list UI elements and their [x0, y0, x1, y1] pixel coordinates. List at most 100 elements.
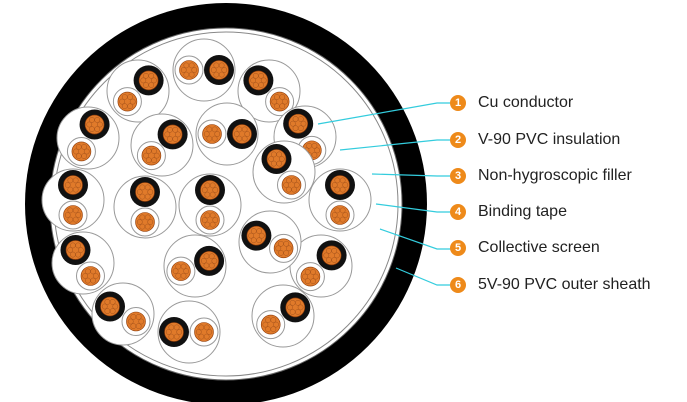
conductor-strand — [143, 152, 149, 159]
conductor-strand — [129, 98, 136, 105]
conductor-strand — [82, 273, 89, 279]
conductor-strand — [279, 94, 286, 100]
conductor-strand — [236, 135, 243, 142]
conductor-strand — [326, 257, 332, 263]
conductor-strand — [331, 212, 338, 218]
conductor-strand — [75, 212, 82, 218]
conductor-strand — [86, 121, 93, 128]
white-insulated-core — [66, 136, 96, 166]
conductor-strand — [283, 240, 290, 247]
conductor-strand — [139, 223, 146, 230]
black-insulated-core — [243, 65, 274, 96]
black-insulated-core — [325, 170, 355, 200]
conductor-strand — [310, 269, 316, 275]
twisted-pair — [251, 284, 315, 348]
conductor-strand — [83, 148, 90, 155]
legend-item-binding-tape: 4 Binding tape — [450, 201, 567, 223]
twisted-pair — [289, 234, 353, 298]
conductor-strand — [323, 252, 330, 259]
twisted-pair — [172, 38, 236, 102]
leader-line — [371, 173, 456, 177]
copper-conductor — [138, 70, 159, 91]
copper-conductor — [285, 297, 306, 318]
conductor-strand — [209, 212, 216, 219]
legend-label: Non-hygroscopic filler — [478, 167, 632, 184]
conductor-strand — [70, 251, 76, 258]
copper-conductor — [200, 180, 220, 200]
legend-number-badge: 3 — [450, 168, 466, 184]
leader-line — [379, 228, 456, 250]
conductor-strand — [138, 318, 145, 325]
conductor-strand — [139, 193, 146, 200]
conductor-strand — [94, 117, 101, 123]
conductor-strand — [112, 303, 119, 310]
conductor-strand — [151, 148, 157, 154]
copper-conductor — [269, 91, 290, 112]
conductor-strand — [67, 186, 74, 193]
legend-label: Binding tape — [478, 203, 567, 220]
legend-label: Cu conductor — [478, 94, 574, 111]
conductor-strand — [147, 189, 154, 195]
white-insulated-core — [121, 307, 151, 336]
conductor-strand — [260, 77, 267, 84]
conductor-strand — [180, 67, 187, 73]
conductor-strand — [206, 329, 213, 335]
white-insulated-core — [277, 170, 306, 200]
conductor-strand — [314, 147, 320, 154]
conductor-strand — [213, 71, 220, 78]
copper-conductor — [179, 60, 199, 80]
conductor-strand — [214, 131, 221, 137]
conductor-strand — [104, 308, 111, 314]
black-insulated-core — [95, 291, 126, 322]
black-insulated-core — [241, 220, 272, 251]
copper-conductor — [266, 149, 287, 169]
conductor-strand — [145, 157, 152, 164]
conductor-strand — [173, 324, 180, 331]
legend-label: V-90 PVC insulation — [478, 131, 621, 148]
copper-conductor — [260, 314, 281, 335]
conductor-strand — [256, 228, 262, 234]
conductor-strand — [331, 247, 338, 254]
conductor-strand — [72, 207, 79, 214]
conductor-strand — [250, 77, 256, 84]
copper-conductor — [200, 210, 220, 230]
conductor-strand — [290, 120, 296, 127]
conductor-strand — [201, 187, 208, 193]
copper-conductor — [330, 175, 350, 195]
conductor-strand — [212, 217, 219, 223]
black-insulated-core — [159, 317, 189, 347]
black-insulated-core — [130, 177, 160, 207]
conductor-strand — [297, 116, 304, 122]
conductor-strand — [148, 72, 155, 79]
conductor-strand — [250, 237, 257, 244]
leader-lines — [317, 102, 456, 286]
black-insulated-core — [227, 119, 257, 149]
conductor-strand — [221, 67, 228, 73]
conductor-strand — [81, 144, 87, 150]
twisted-pairs-group — [41, 38, 372, 364]
conductor-strand — [211, 258, 218, 264]
twisted-pair — [163, 234, 227, 298]
conductor-strand — [89, 126, 95, 132]
white-insulated-core — [174, 55, 204, 85]
conductor-strand — [90, 268, 97, 275]
copper-conductor — [117, 91, 138, 112]
black-insulated-core — [157, 119, 188, 150]
conductor-strand — [75, 242, 82, 249]
leader-line — [395, 267, 456, 286]
conductor-strand — [121, 103, 128, 110]
conductor-strand — [180, 263, 187, 270]
conductor-strand — [176, 329, 183, 335]
conductor-strand — [188, 62, 195, 69]
copper-conductor — [199, 251, 219, 271]
conductor-strand — [286, 186, 292, 193]
conductor-strand — [287, 304, 293, 311]
conductor-strand — [278, 156, 285, 162]
twisted-pair — [308, 168, 372, 232]
conductor-strand — [201, 217, 208, 223]
black-insulated-core — [58, 170, 88, 200]
twisted-pair — [91, 282, 155, 346]
conductor-strand — [167, 136, 173, 142]
white-insulated-core — [256, 310, 286, 340]
conductor-strand — [297, 304, 304, 311]
